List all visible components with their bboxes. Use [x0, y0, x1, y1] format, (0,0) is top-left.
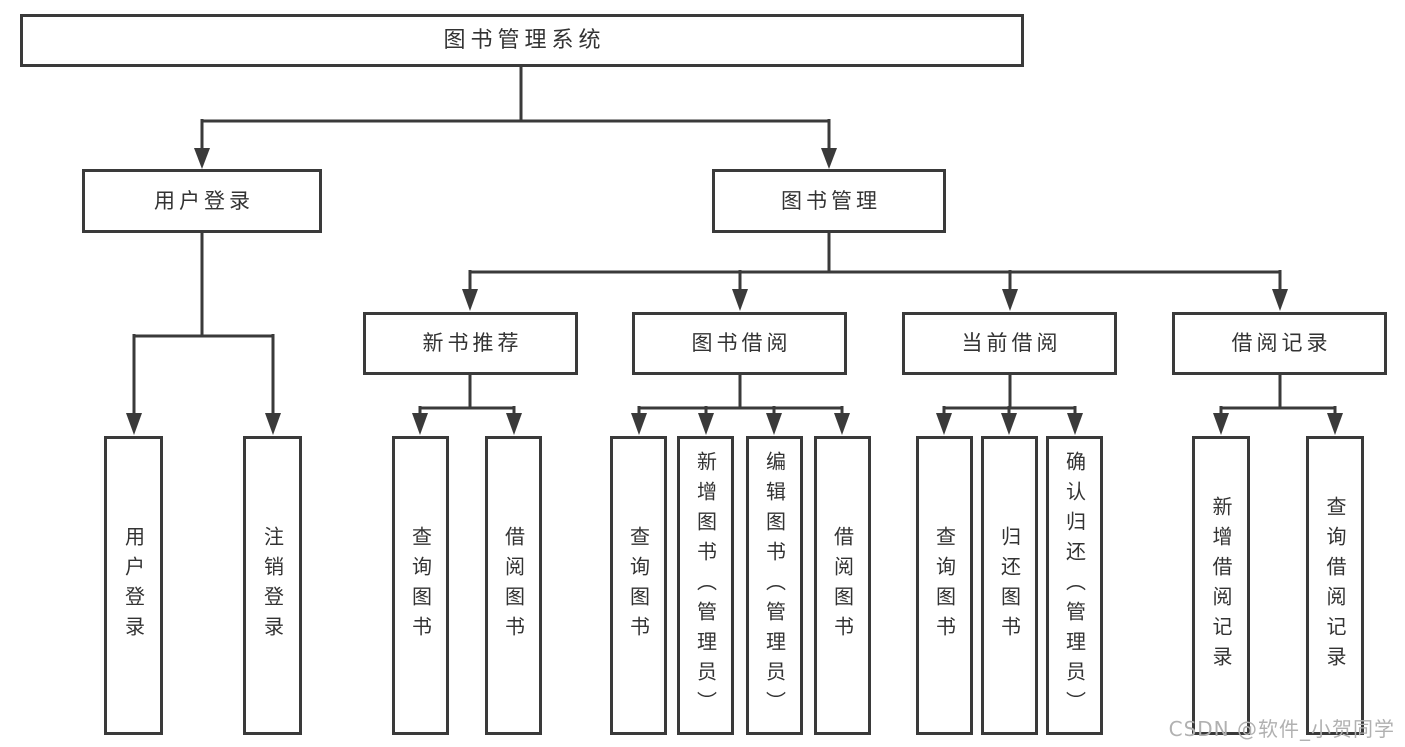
- arrow-down-icon: [631, 413, 647, 435]
- arrow-down-icon: [462, 289, 478, 311]
- connector-current-borrow-arrowheads: [936, 413, 1083, 435]
- connector-new-book-arrowheads: [412, 413, 522, 435]
- leaf-add-borrow-record: 新增借阅记录: [1192, 436, 1250, 735]
- leaf-query-borrow-record: 查询借阅记录: [1306, 436, 1364, 735]
- node-user-login: 用户登录: [82, 169, 322, 233]
- connector-current-borrow-to-leaves: [942, 375, 1077, 416]
- watermark: CSDN @软件_小贺同学: [1168, 717, 1395, 741]
- leaf-query-books-current: 查询图书: [916, 436, 973, 735]
- arrow-down-icon: [834, 413, 850, 435]
- connector-user-login-to-leaves: [132, 233, 275, 416]
- node-new-book-recommend: 新书推荐: [363, 312, 578, 375]
- leaf-logout: 注销登录: [243, 436, 302, 735]
- arrow-down-icon: [194, 148, 210, 169]
- arrow-down-icon: [732, 289, 748, 311]
- arrow-down-icon: [698, 413, 714, 435]
- node-borrow-records: 借阅记录: [1172, 312, 1387, 375]
- arrow-down-icon: [506, 413, 522, 435]
- arrow-down-icon: [1272, 289, 1288, 311]
- connector-root-to-level2: [200, 67, 831, 150]
- arrow-down-icon: [412, 413, 428, 435]
- leaf-borrow-books: 借阅图书: [814, 436, 871, 735]
- arrow-down-icon: [1213, 413, 1229, 435]
- connector-new-book-to-leaves: [418, 375, 516, 416]
- connector-book-borrow-arrowheads: [631, 413, 850, 435]
- leaf-confirm-return-admin: 确认归还（管理员）: [1046, 436, 1103, 735]
- arrow-down-icon: [766, 413, 782, 435]
- leaf-query-books-borrow: 查询图书: [610, 436, 667, 735]
- connector-borrow-records-to-leaves: [1219, 375, 1337, 416]
- connector-book-management-arrowheads: [462, 289, 1288, 311]
- leaf-edit-books-admin: 编辑图书（管理员）: [746, 436, 803, 735]
- connector-book-borrow-to-leaves: [637, 375, 844, 416]
- arrow-down-icon: [936, 413, 952, 435]
- node-book-borrow: 图书借阅: [632, 312, 847, 375]
- node-current-borrow: 当前借阅: [902, 312, 1117, 375]
- leaf-query-books-recommend: 查询图书: [392, 436, 449, 735]
- connector-root-arrowheads: [194, 148, 837, 169]
- arrow-down-icon: [1067, 413, 1083, 435]
- arrow-down-icon: [1327, 413, 1343, 435]
- connector-borrow-records-arrowheads: [1213, 413, 1343, 435]
- connector-user-login-arrowheads: [126, 413, 281, 435]
- node-book-management: 图书管理: [712, 169, 946, 233]
- arrow-down-icon: [1002, 289, 1018, 311]
- arrow-down-icon: [265, 413, 281, 435]
- arrow-down-icon: [126, 413, 142, 435]
- leaf-return-books: 归还图书: [981, 436, 1038, 735]
- node-library-management-system: 图书管理系统: [20, 14, 1024, 67]
- leaf-add-books-admin: 新增图书（管理员）: [677, 436, 734, 735]
- leaf-user-login: 用户登录: [104, 436, 163, 735]
- arrow-down-icon: [821, 148, 837, 169]
- arrow-down-icon: [1001, 413, 1017, 435]
- leaf-borrow-books-recommend: 借阅图书: [485, 436, 542, 735]
- connector-book-management-to-level3: [468, 233, 1282, 292]
